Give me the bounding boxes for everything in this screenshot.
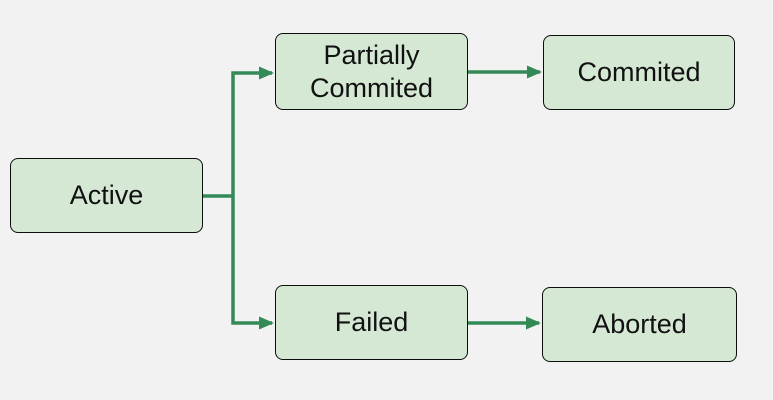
node-commited: Commited: [543, 35, 735, 110]
node-commited-label: Commited: [577, 57, 701, 88]
node-aborted: Aborted: [542, 287, 737, 362]
node-failed-label: Failed: [334, 307, 409, 338]
node-partially-commited: Partially Commited: [275, 33, 468, 110]
edge-active-to-failed: [231, 196, 274, 330]
edge-active-to-partially-commited: [231, 66, 274, 196]
node-partially-commited-label: Partially Commited: [309, 39, 434, 103]
node-active: Active: [10, 158, 203, 233]
node-failed: Failed: [275, 285, 468, 360]
node-aborted-label: Aborted: [592, 309, 687, 340]
node-active-label: Active: [69, 180, 144, 211]
